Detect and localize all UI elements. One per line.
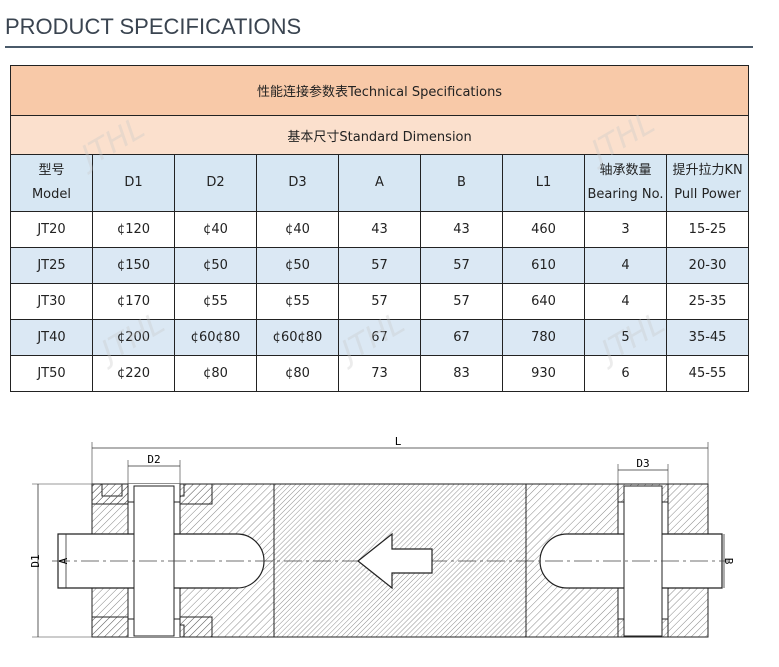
header-cell: D2 <box>174 154 257 212</box>
table-cell: 35-45 <box>665 319 750 356</box>
header-cell: B <box>420 154 503 212</box>
table-cell: 6 <box>584 355 667 392</box>
header-cell: 轴承数量 Bearing No. <box>584 154 667 212</box>
header-line1: 提升拉力KN <box>672 163 743 178</box>
table-cell: 780 <box>502 319 585 356</box>
table-cell: 25-35 <box>665 283 750 320</box>
dim-label-D1: D1 <box>29 554 42 567</box>
dim-label-D2: D2 <box>147 453 160 466</box>
section-title: PRODUCT SPECIFICATIONS <box>5 14 302 39</box>
header-line1: B <box>457 175 466 190</box>
table-cell: 57 <box>420 247 503 284</box>
table-cell: ¢220 <box>92 355 175 392</box>
header-cell: D1 <box>92 154 175 212</box>
table-cell: ¢60¢80 <box>256 319 339 356</box>
header-line1: D1 <box>124 175 143 190</box>
header-cell: A <box>338 154 421 212</box>
table-cell: JT40 <box>10 319 93 356</box>
dim-label-A: A <box>57 557 70 564</box>
dim-label-B: B <box>722 558 735 565</box>
header-line2: Model <box>31 187 72 202</box>
table-cell: 610 <box>502 247 585 284</box>
section-header: PRODUCT SPECIFICATIONS <box>5 10 753 48</box>
table-cell: ¢170 <box>92 283 175 320</box>
table-cell: 43 <box>420 211 503 248</box>
table-cell: ¢150 <box>92 247 175 284</box>
direction-arrow-icon <box>357 532 433 590</box>
header-line1: D3 <box>288 175 307 190</box>
table-cell: 57 <box>338 283 421 320</box>
table-cell: 460 <box>502 211 585 248</box>
header-cell: D3 <box>256 154 339 212</box>
table-cell: ¢80 <box>256 355 339 392</box>
spec-table: 性能连接参数表Technical Specifications 基本尺寸Stan… <box>9 65 750 392</box>
table-cell: ¢55 <box>174 283 257 320</box>
table-cell: 20-30 <box>665 247 750 284</box>
technical-drawing: L D2 D3 D1 A B <box>29 436 735 638</box>
table-cell: ¢120 <box>92 211 175 248</box>
header-line2: Pull Power <box>674 187 741 202</box>
header-line1: L1 <box>535 175 552 190</box>
header-line1: 型号 <box>38 163 65 178</box>
table-cell: ¢60¢80 <box>174 319 257 356</box>
table-cell: ¢80 <box>174 355 257 392</box>
table-cell: ¢40 <box>256 211 339 248</box>
table-cell: 45-55 <box>665 355 750 392</box>
table-cell: ¢50 <box>174 247 257 284</box>
table-cell: 5 <box>584 319 667 356</box>
header-line1: 轴承数量 <box>599 163 652 178</box>
header-line1: A <box>375 175 384 190</box>
header-cell: L1 <box>502 154 585 212</box>
table-cell: 73 <box>338 355 421 392</box>
header-cell: 提升拉力KN Pull Power <box>665 154 750 212</box>
header-cell: 型号 Model <box>10 154 93 212</box>
table-cell: JT30 <box>10 283 93 320</box>
table-cell: JT50 <box>10 355 93 392</box>
table-cell: 57 <box>420 283 503 320</box>
table-cell: 4 <box>584 283 667 320</box>
dim-label-D3: D3 <box>636 457 649 470</box>
header-line2: Bearing No. <box>587 187 664 202</box>
table-cell: 640 <box>502 283 585 320</box>
table-cell: JT25 <box>10 247 93 284</box>
table-title: 性能连接参数表Technical Specifications <box>9 65 750 116</box>
table-cell: ¢200 <box>92 319 175 356</box>
table-cell: 15-25 <box>665 211 750 248</box>
table-cell: 67 <box>420 319 503 356</box>
table-cell: ¢55 <box>256 283 339 320</box>
table-cell: 930 <box>502 355 585 392</box>
table-cell: JT20 <box>10 211 93 248</box>
table-cell: 67 <box>338 319 421 356</box>
table-cell: 3 <box>584 211 667 248</box>
table-cell: 83 <box>420 355 503 392</box>
header-line1: D2 <box>206 175 225 190</box>
table-cell: 57 <box>338 247 421 284</box>
table-cell: 43 <box>338 211 421 248</box>
table-cell: ¢50 <box>256 247 339 284</box>
dim-label-L: L <box>395 436 402 448</box>
table-subtitle: 基本尺寸Standard Dimension <box>9 115 750 155</box>
table-cell: ¢40 <box>174 211 257 248</box>
spec-table-container: 性能连接参数表Technical Specifications 基本尺寸Stan… <box>9 65 750 392</box>
table-cell: 4 <box>584 247 667 284</box>
